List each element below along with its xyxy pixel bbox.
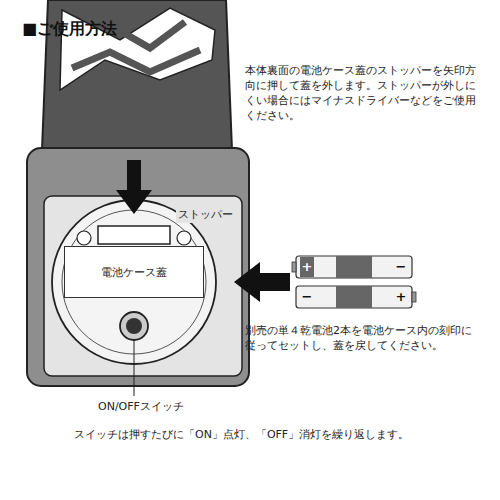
battery-recess	[52, 200, 216, 364]
polarity-mark: +	[394, 287, 408, 307]
title: ■ご使用方法	[22, 18, 117, 40]
back-panel	[44, 196, 242, 376]
leader-line	[134, 340, 135, 396]
battery-cover: 電池ケース蓋	[64, 246, 204, 298]
instruction-note: 本体裏面の電池ケース蓋のストッパーを矢印方向に押して蓋を外します。ストッパーが外…	[245, 64, 483, 123]
polarity-mark: −	[300, 287, 314, 307]
polarity-mark: +	[300, 257, 314, 277]
insert-arrow	[234, 262, 290, 302]
instruction-note: 別売の単４乾電池2本を電池ケース内の刻印に従ってセットし、蓋を戻してください。	[245, 324, 475, 354]
device-body	[27, 148, 249, 386]
instruction-note: スイッチは押すたびに「ON」点灯、「OFF」消灯を繰り返します。	[74, 428, 454, 443]
node-text: 電池ケース蓋	[101, 265, 167, 280]
stopper	[98, 226, 170, 244]
switch	[120, 312, 148, 340]
part-label: ON/OFFスイッチ	[98, 400, 184, 415]
push-arrow	[116, 160, 152, 214]
batteries	[292, 256, 416, 308]
part-label: ストッパー	[176, 208, 235, 223]
polarity-mark: −	[394, 257, 408, 277]
